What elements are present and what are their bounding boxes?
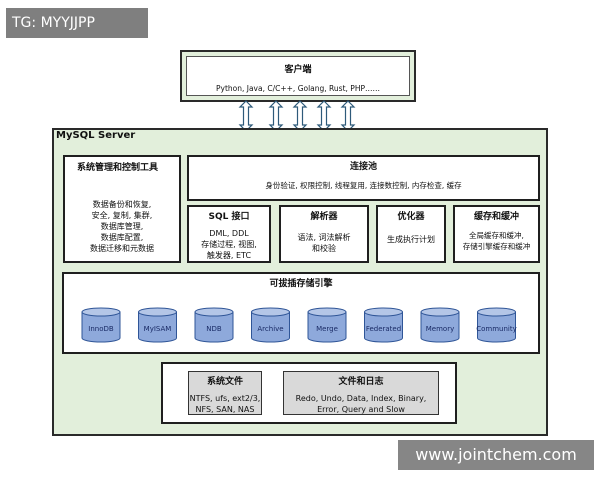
sql-interface-item: DML, DDL <box>209 229 249 238</box>
engine-cylinder-federated: Federated <box>364 307 403 343</box>
cache-box: 缓存和缓冲 全局缓存和缓冲, 存储引擎缓存和缓冲 <box>453 205 540 263</box>
connection-pool-box: 连接池 身份验证, 权限控制, 线程复用, 连接数控制, 内存检查, 缓存 <box>187 155 540 201</box>
storage-engine-cylinders: InnoDB MyISAM NDB Archive Merge Federated Memo… <box>81 307 517 343</box>
double-arrow-icon <box>292 100 308 132</box>
engine-cylinder-myisam: MyISAM <box>138 307 177 343</box>
management-title: 系统管理和控制工具 <box>77 163 159 173</box>
files-section: 系统文件 NTFS, ufs, ext2/3, NFS, SAN, NAS 文件… <box>161 362 457 424</box>
client-panel: 客户端 Python, Java, C/C++, Golang, Rust, P… <box>180 50 416 102</box>
engine-label: Archive <box>257 325 283 333</box>
storage-engines-box: 可拔插存储引擎 InnoDB MyISAM NDB Archive Merge Feder… <box>62 272 540 354</box>
connection-pool-desc: 身份验证, 权限控制, 线程复用, 连接数控制, 内存检查, 缓存 <box>265 181 462 190</box>
cache-title: 缓存和缓冲 <box>473 212 519 222</box>
parser-box: 解析器 语法, 词法解析 和校验 <box>279 205 369 263</box>
engine-label: MyISAM <box>144 325 172 333</box>
sql-interface-box: SQL 接口 DML, DDL 存储过程, 视图, 触发器, ETC <box>187 205 271 263</box>
sql-interface-items: DML, DDL 存储过程, 视图, 触发器, ETC <box>189 228 269 261</box>
engine-label: Memory <box>426 325 454 333</box>
connection-pool-title: 连接池 <box>349 162 377 172</box>
double-arrow-icon <box>268 100 284 132</box>
engine-label: InnoDB <box>88 325 114 333</box>
engine-label: Merge <box>316 325 338 333</box>
parser-title: 解析器 <box>310 212 338 222</box>
system-files-item: NTFS, ufs, ext2/3, <box>189 394 261 403</box>
engine-cylinder-memory: Memory <box>420 307 460 343</box>
client-box: 客户端 Python, Java, C/C++, Golang, Rust, P… <box>186 56 410 96</box>
engine-label: NDB <box>206 325 222 333</box>
watermark-top: TG: MYYJJPP <box>6 8 148 38</box>
engine-cylinder-innodb: InnoDB <box>81 307 121 343</box>
client-languages: Python, Java, C/C++, Golang, Rust, PHP…… <box>215 84 380 93</box>
management-item: 数据迁移和元数据 <box>90 244 154 253</box>
management-item: 数据备份和恢复, <box>92 200 152 209</box>
engine-cylinder-community: Community <box>476 307 517 343</box>
parser-items: 语法, 词法解析 和校验 <box>281 232 367 254</box>
mysql-server-title: MySQL Server <box>56 130 136 141</box>
cache-item: 全局缓存和缓冲, <box>469 231 524 240</box>
cache-item: 存储引擎缓存和缓冲 <box>462 242 531 251</box>
engine-cylinder-archive: Archive <box>251 307 290 343</box>
system-files-box: 系统文件 NTFS, ufs, ext2/3, NFS, SAN, NAS <box>188 371 262 415</box>
files-logs-item: Error, Query and Slow <box>317 405 405 414</box>
system-files-title: 系统文件 <box>206 377 243 387</box>
engine-label: Federated <box>366 325 401 333</box>
files-logs-box: 文件和日志 Redo, Undo, Data, Index, Binary, E… <box>283 371 439 415</box>
management-tools-box: 系统管理和控制工具 数据备份和恢复, 安全, 复制, 集群, 数据库管理, 数据… <box>63 155 181 263</box>
files-logs-title: 文件和日志 <box>338 377 384 387</box>
sql-interface-item: 存储过程, 视图, <box>201 240 257 249</box>
cache-items: 全局缓存和缓冲, 存储引擎缓存和缓冲 <box>455 230 538 252</box>
double-arrow-icon <box>316 100 332 132</box>
engine-label: Community <box>476 325 517 333</box>
optimizer-box: 优化器 生成执行计划 <box>376 205 446 263</box>
engine-cylinder-merge: Merge <box>307 307 347 343</box>
files-logs-item: Redo, Undo, Data, Index, Binary, <box>295 394 427 403</box>
management-item: 安全, 复制, 集群, <box>91 211 153 220</box>
optimizer-title: 优化器 <box>397 212 425 222</box>
system-files-item: NFS, SAN, NAS <box>195 405 255 414</box>
management-items: 数据备份和恢复, 安全, 复制, 集群, 数据库管理, 数据库配置, 数据迁移和… <box>65 199 179 254</box>
parser-item: 语法, 词法解析 <box>297 233 351 242</box>
optimizer-item: 生成执行计划 <box>387 235 435 244</box>
files-logs-items: Redo, Undo, Data, Index, Binary, Error, … <box>284 393 438 415</box>
double-arrow-icon <box>238 100 254 132</box>
sql-interface-title: SQL 接口 <box>208 212 250 222</box>
engine-cylinder-ndb: NDB <box>194 307 234 343</box>
system-files-items: NTFS, ufs, ext2/3, NFS, SAN, NAS <box>189 393 261 415</box>
storage-title: 可拔插存储引擎 <box>269 279 333 289</box>
parser-item: 和校验 <box>312 244 336 253</box>
management-item: 数据库配置, <box>100 233 144 242</box>
client-title: 客户端 <box>284 65 312 75</box>
sql-interface-item: 触发器, ETC <box>206 251 252 260</box>
double-arrow-icon <box>340 100 356 132</box>
management-item: 数据库管理, <box>100 222 144 231</box>
watermark-bottom: www.jointchem.com <box>398 440 594 470</box>
